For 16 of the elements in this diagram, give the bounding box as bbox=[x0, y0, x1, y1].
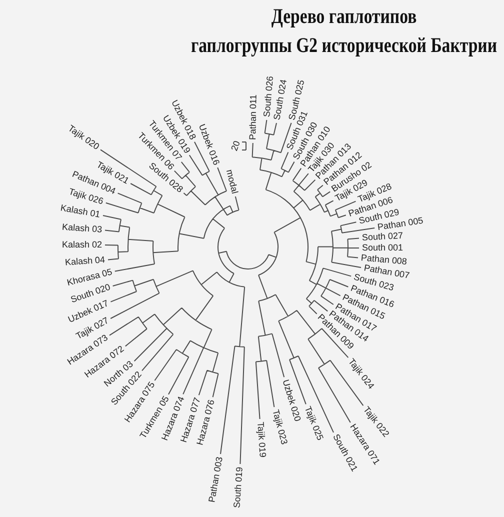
haplotype-label: South 024 bbox=[272, 78, 289, 121]
haplotype-label: modal bbox=[224, 168, 240, 195]
haplotype-label: South 019 bbox=[232, 466, 244, 508]
haplotype-label: Pathan 011 bbox=[248, 94, 258, 140]
haplotype-label: South 001 bbox=[362, 244, 404, 252]
haplotype-label: Tajik 019 bbox=[256, 422, 267, 458]
scale-label: 20 bbox=[230, 140, 242, 152]
haplotype-label: Kalash 02 bbox=[62, 240, 102, 250]
diagram-title: Дерево гаплотипов гаплогруппы G2 исторической Бактрии bbox=[190, 3, 498, 59]
haplotype-label: Kalash 04 bbox=[64, 256, 106, 268]
haplotype-label: Uzbek 016 bbox=[196, 123, 221, 166]
haplotype-label: Pathan 003 bbox=[208, 456, 224, 504]
haplotype-label: South 027 bbox=[362, 231, 404, 242]
haplotype-label: Kalash 01 bbox=[60, 204, 101, 220]
haplotype-label: Kalash 03 bbox=[62, 222, 102, 234]
haplotype-label: Tajik 025 bbox=[302, 405, 324, 442]
